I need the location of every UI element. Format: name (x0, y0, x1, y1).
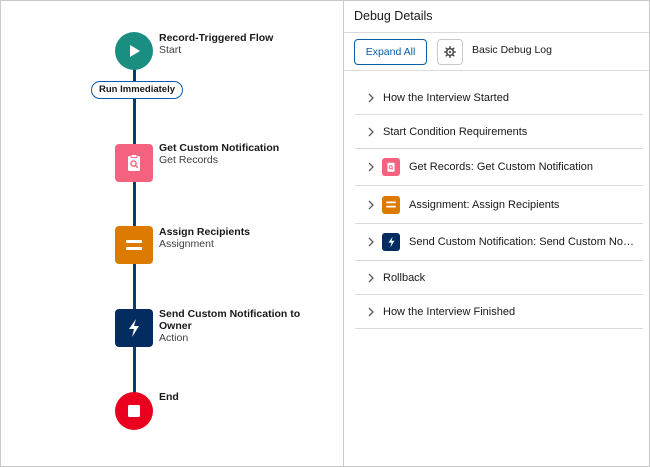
section-interview-started[interactable]: How the Interview Started (355, 81, 643, 115)
stop-icon (128, 405, 140, 417)
chevron-right-icon (368, 200, 374, 209)
clipboard-search-icon (382, 158, 400, 176)
action-node[interactable] (115, 309, 153, 347)
end-node[interactable] (115, 392, 153, 430)
clipboard-search-icon (128, 154, 140, 171)
gear-icon (444, 46, 456, 58)
assignment-node-label: Assign Recipients Assignment (159, 226, 250, 250)
flow-canvas: Record-Triggered Flow Start Run Immediat… (1, 1, 343, 466)
assignment-node[interactable] (115, 226, 153, 264)
start-node[interactable] (115, 32, 153, 70)
section-label: Start Condition Requirements (383, 125, 528, 138)
chevron-right-icon (368, 237, 374, 247)
node-title: Record-Triggered Flow (159, 32, 274, 44)
action-node-label: Send Custom Notification to Owner Action (159, 308, 309, 344)
section-label: How the Interview Finished (383, 305, 516, 318)
panel-title: Debug Details (344, 1, 649, 33)
section-label: How the Interview Started (383, 91, 509, 104)
chevron-right-icon (368, 127, 374, 136)
debug-details-panel: Debug Details Expand All Basic Debug Log… (343, 1, 649, 466)
start-node-label: Record-Triggered Flow Start (159, 32, 273, 56)
debug-toolbar: Expand All Basic Debug Log (344, 33, 649, 71)
section-interview-finished[interactable]: How the Interview Finished (355, 295, 643, 329)
equals-icon (126, 240, 142, 250)
lightning-icon (129, 319, 139, 337)
chevron-right-icon (368, 93, 374, 102)
section-rollback[interactable]: Rollback (355, 261, 643, 295)
get-records-node[interactable] (115, 144, 153, 182)
lightning-icon (382, 233, 400, 251)
end-node-label: End (159, 391, 179, 403)
node-title: Assign Recipients (159, 226, 251, 238)
node-subtitle: Get Records (159, 154, 218, 166)
node-title: End (159, 391, 179, 403)
section-assignment[interactable]: Assignment: Assign Recipients (355, 186, 643, 224)
run-immediately-badge[interactable]: Run Immediately (91, 81, 184, 99)
node-subtitle: Action (159, 332, 189, 344)
chevron-right-icon (368, 162, 374, 172)
node-subtitle: Start (159, 44, 182, 56)
get-records-node-label: Get Custom Notification Get Records (159, 142, 279, 166)
section-start-conditions[interactable]: Start Condition Requirements (355, 115, 643, 149)
debug-settings-button[interactable] (437, 39, 463, 65)
node-title: Send Custom Notification to Owner (159, 308, 301, 332)
section-label: Get Records: Get Custom Notification (409, 161, 594, 173)
debug-sections-list: How the Interview Started Start Conditio… (355, 81, 643, 329)
section-label: Assignment: Assign Recipients (409, 198, 560, 211)
play-icon (130, 45, 140, 57)
debug-log-label: Basic Debug Log (472, 44, 552, 56)
section-send-notification[interactable]: Send Custom Notification: Send Custom No… (355, 224, 643, 261)
chevron-right-icon (368, 307, 374, 316)
node-subtitle: Assignment (159, 238, 214, 250)
expand-all-button[interactable]: Expand All (354, 39, 427, 65)
section-get-records[interactable]: Get Records: Get Custom Notification (355, 149, 643, 186)
section-label: Send Custom Notification: Send Custom No… (409, 236, 637, 248)
chevron-right-icon (368, 273, 374, 282)
section-label: Rollback (383, 271, 426, 284)
equals-icon (382, 195, 400, 214)
node-title: Get Custom Notification (159, 142, 280, 154)
